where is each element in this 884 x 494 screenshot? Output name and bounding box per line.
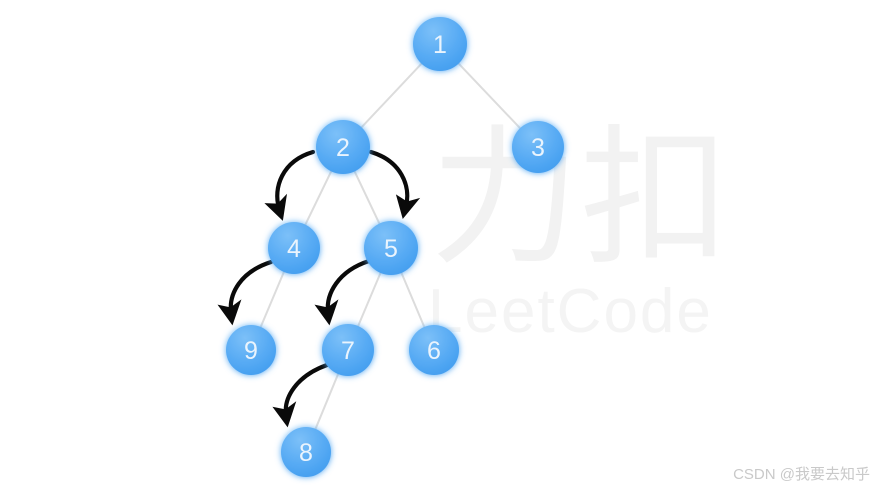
tree-edge-n7-n8 — [314, 372, 340, 431]
tree-node-1[interactable]: 1 — [413, 17, 467, 71]
traversal-arrow-layer — [217, 149, 421, 428]
tree-edge-n4-n9 — [259, 270, 286, 329]
traversal-arrow-n7-n8 — [272, 362, 330, 428]
tree-node-7[interactable]: 7 — [322, 324, 374, 376]
tree-node-4[interactable]: 4 — [268, 222, 320, 274]
tree-edge-n1-n3 — [456, 61, 522, 130]
node-circle-3 — [512, 121, 564, 173]
tree-edge-n1-n2 — [359, 61, 424, 130]
tree-node-6[interactable]: 6 — [409, 325, 459, 375]
tree-node-8[interactable]: 8 — [281, 427, 331, 477]
watermark-chinese: 力扣 — [430, 112, 730, 286]
watermark-group: 力扣 LeetCode — [428, 112, 730, 346]
tree-node-5[interactable]: 5 — [364, 221, 418, 275]
tree-node-2[interactable]: 2 — [316, 120, 370, 174]
credit-watermark: CSDN @我要去知乎 — [733, 466, 870, 483]
node-circle-8 — [281, 427, 331, 477]
traversal-arrow-n2-n5 — [368, 149, 421, 220]
tree-edge-layer — [259, 61, 522, 431]
tree-node-3[interactable]: 3 — [512, 121, 564, 173]
tree-edge-n2-n5 — [353, 169, 381, 226]
traversal-arrow-n4-n9 — [217, 259, 274, 326]
node-circle-6 — [409, 325, 459, 375]
node-circle-9 — [226, 325, 276, 375]
node-circle-2 — [316, 120, 370, 174]
watermark-english: LeetCode — [428, 277, 713, 346]
traversal-arrow-n5-n7 — [314, 258, 372, 326]
tree-edge-n5-n6 — [400, 270, 426, 329]
tree-edge-n2-n4 — [303, 169, 333, 227]
traversal-arrow-n2-n4 — [264, 149, 316, 221]
tree-edge-n5-n7 — [356, 270, 382, 328]
node-circle-1 — [413, 17, 467, 71]
node-circle-4 — [268, 222, 320, 274]
node-circle-7 — [322, 324, 374, 376]
node-circle-5 — [364, 221, 418, 275]
tree-node-9[interactable]: 9 — [226, 325, 276, 375]
